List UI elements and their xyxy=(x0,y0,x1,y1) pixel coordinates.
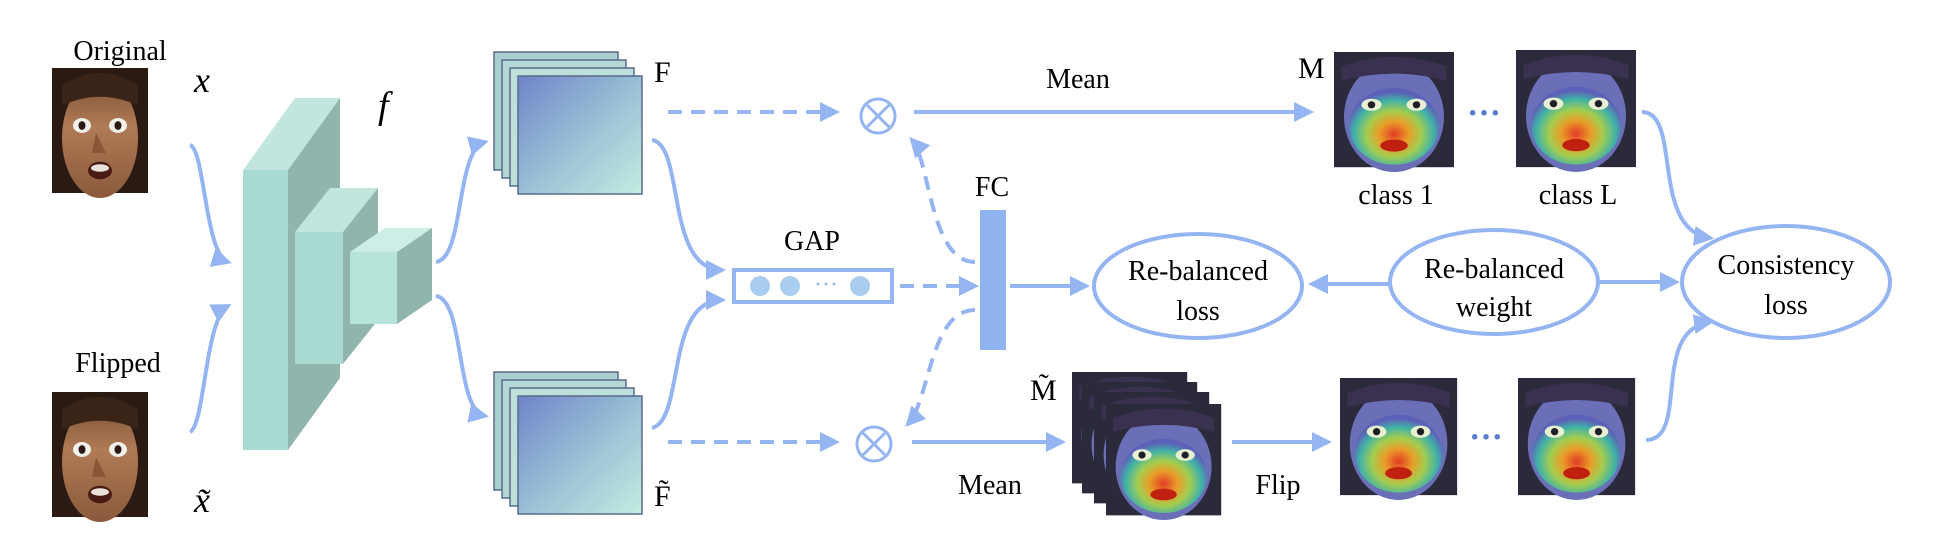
arrow-F-to-GAP xyxy=(651,138,726,280)
backbone-symbol: f xyxy=(378,85,393,127)
mean-top-label: Mean xyxy=(1046,64,1110,95)
arrow-backbone-to-F xyxy=(435,136,489,264)
arrow-original-to-backbone xyxy=(188,143,232,267)
arrow-backbone-to-Ftilde xyxy=(435,294,489,423)
gap-label: GAP xyxy=(784,226,840,257)
gap-dots: ··· xyxy=(814,272,838,298)
heatmap-class-L xyxy=(1516,50,1636,172)
arrow-FC-to-multiply-top xyxy=(909,137,976,264)
feature-map-F-label: F xyxy=(654,56,671,89)
flipped-heatmap-L xyxy=(1518,378,1636,500)
class-1-label: class 1 xyxy=(1358,180,1433,211)
arrow-flipped-maps-to-consistency xyxy=(1645,314,1714,442)
arrow-Ftilde-to-GAP xyxy=(651,290,726,430)
flipped-input-symbol: x̃ xyxy=(193,480,211,520)
backbone-network xyxy=(243,98,432,450)
rebalanced-weight-text-line1: Re-balanced xyxy=(1424,254,1564,285)
heatmap-stack-Mtilde xyxy=(1072,372,1222,520)
feature-map-F xyxy=(493,51,643,195)
M-label: M xyxy=(1298,52,1325,85)
rebalanced-loss-text-line2: loss xyxy=(1176,296,1220,327)
rebalanced-loss-text-line1: Re-balanced xyxy=(1128,256,1268,287)
fc-label: FC xyxy=(975,172,1009,203)
gap-vector xyxy=(732,268,894,304)
original-input-symbol: x xyxy=(193,60,210,100)
rebalanced-loss-node xyxy=(1092,232,1304,340)
consistency-loss-node xyxy=(1680,224,1892,340)
feature-map-Ftilde-label: F̃ xyxy=(654,480,671,513)
arrow-M-to-consistency xyxy=(1641,110,1714,246)
consistency-loss-text-line2: loss xyxy=(1764,290,1808,321)
consistency-loss-text-line1: Consistency xyxy=(1718,250,1855,281)
maps-bottom-ellipsis: ··· xyxy=(1469,419,1503,456)
fc-layer-bar xyxy=(980,210,1006,350)
original-label: Original xyxy=(73,36,167,67)
mean-bottom-label: Mean xyxy=(958,470,1022,501)
multiply-icon-bottom xyxy=(855,425,893,463)
rebalanced-weight-text-line2: weight xyxy=(1456,292,1532,323)
arrow-FC-to-multiply-bottom xyxy=(905,308,976,427)
arrow-flipped-to-backbone xyxy=(188,304,232,434)
class-L-label: class L xyxy=(1539,180,1618,211)
flipped-face-image xyxy=(52,392,148,522)
feature-map-Ftilde xyxy=(493,371,643,515)
original-face-image xyxy=(52,68,148,198)
maps-top-ellipsis: ··· xyxy=(1467,95,1501,132)
Mtilde-label: M̃ xyxy=(1030,374,1057,407)
rebalanced-weight-node xyxy=(1388,228,1600,336)
multiply-icon-top xyxy=(859,97,897,135)
heatmap-class-1 xyxy=(1334,52,1454,172)
flipped-heatmap-1 xyxy=(1340,378,1458,500)
flip-label: Flip xyxy=(1255,470,1300,501)
flipped-label: Flipped xyxy=(75,348,161,379)
